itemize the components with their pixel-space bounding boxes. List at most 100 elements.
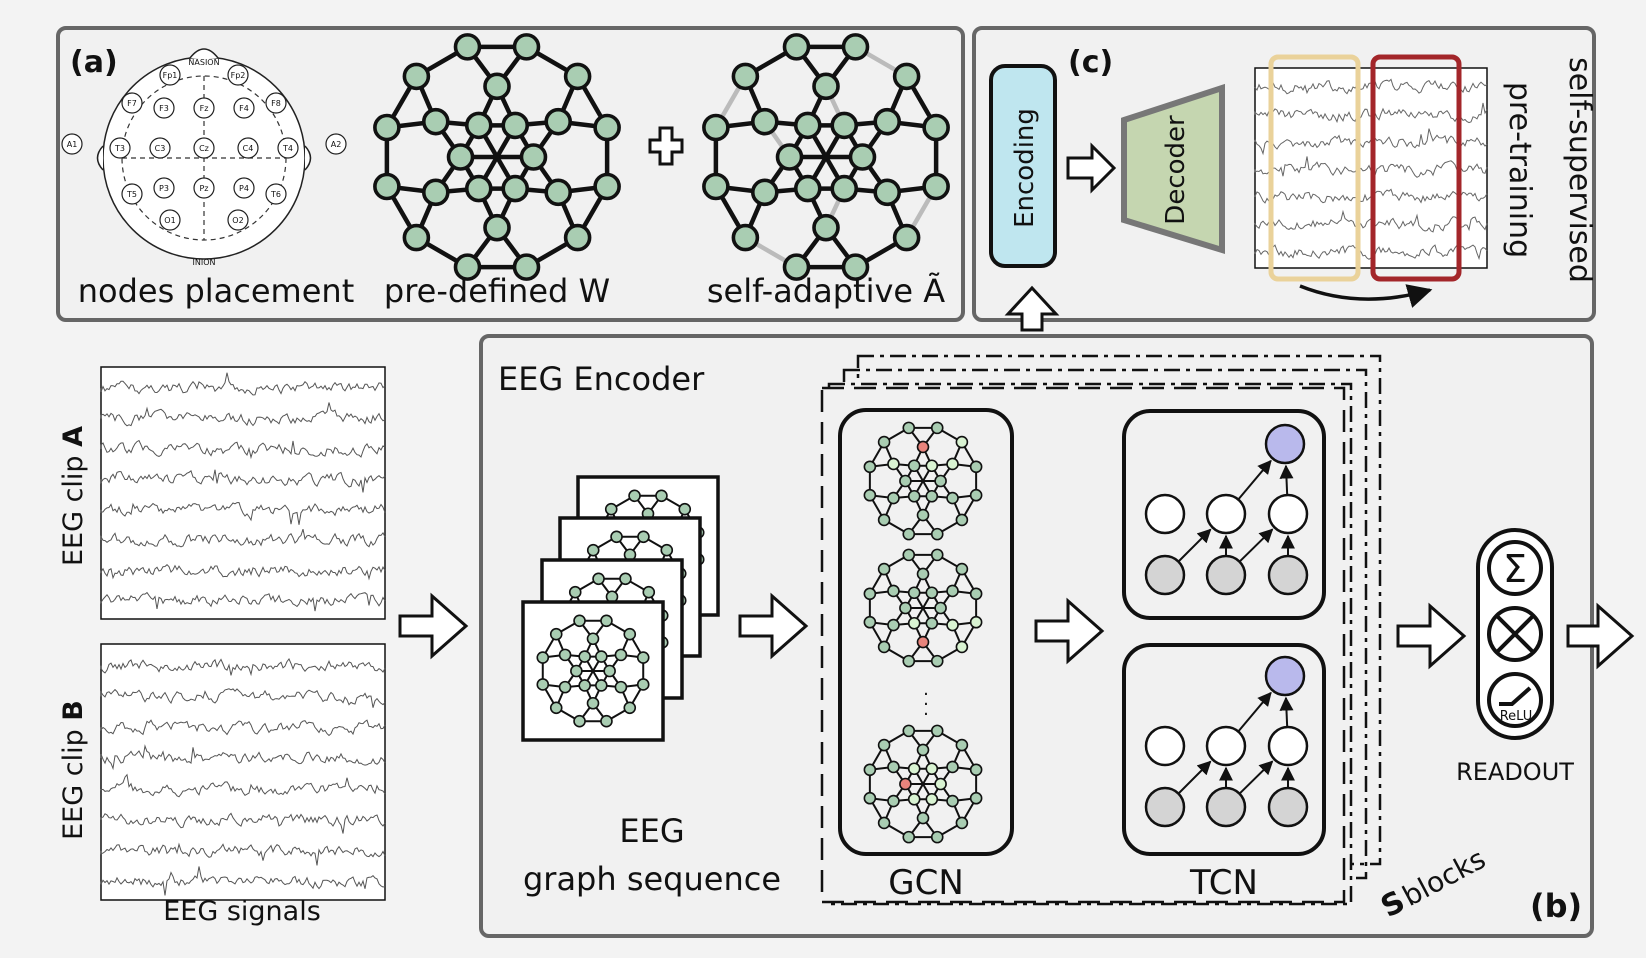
graph-node: [887, 584, 900, 598]
tcn-arrow: [1178, 528, 1212, 562]
graph-node: [464, 111, 493, 140]
decoder-block: [1121, 83, 1225, 255]
graph-node: [887, 794, 900, 808]
readout-label: READOUT: [1456, 758, 1574, 786]
graph-node: [902, 421, 916, 435]
electrode-C4: [237, 137, 259, 159]
graph-node: [642, 585, 656, 599]
graph-node: [907, 586, 921, 600]
tcn-hidden-node: [1267, 493, 1309, 535]
graph-node: [925, 762, 939, 776]
encoding-block: [989, 64, 1057, 268]
plus-icon: [648, 126, 684, 166]
electrode-label: C4: [243, 144, 254, 153]
signal-trace: [100, 773, 386, 798]
electrode-label: C3: [155, 144, 166, 153]
signal-trace: [1254, 128, 1488, 156]
arrow-to-tcn-icon: [1034, 597, 1105, 665]
tcn-hidden-node: [1205, 493, 1247, 535]
eeg-signals-caption: EEG signals: [163, 896, 321, 927]
tcn-label: TCN: [1189, 863, 1258, 903]
signal-trace: [100, 688, 386, 708]
arrow-up-to-pretraining-icon: [1004, 285, 1060, 332]
graph-node: [848, 143, 877, 171]
tcn-input-node: [1144, 554, 1186, 596]
graph-node: [934, 601, 947, 615]
graph-node: [955, 435, 969, 449]
relu-text: ReLU: [1500, 709, 1533, 724]
tcn-arrow: [1279, 696, 1294, 727]
graph-node: [702, 113, 730, 142]
graph-node: [775, 143, 804, 171]
graph-node: [446, 143, 475, 171]
graph-node: [930, 830, 944, 844]
graph-node: [969, 460, 983, 474]
signal-trace: [100, 501, 386, 525]
graph-node: [946, 491, 959, 505]
prediction-arrow-icon: [1299, 284, 1433, 308]
graph-node: [877, 816, 891, 830]
graph-node: [453, 33, 482, 61]
signal-trace: [1254, 156, 1488, 178]
graph-node: [558, 680, 572, 694]
electrode-label: Pz: [199, 184, 208, 193]
graph-node: [628, 489, 641, 503]
graph-node: [969, 587, 983, 601]
target-window: [1370, 54, 1462, 282]
graph-node: [570, 664, 583, 678]
electrode-label: A2: [331, 140, 342, 149]
caption-self-adaptive: self-adaptive Ã: [707, 272, 945, 310]
electrode-F3: [153, 97, 175, 119]
predefined-graph: [373, 33, 621, 281]
signal-trace: [100, 744, 386, 771]
graph-node: [934, 777, 947, 791]
graph-node: [902, 527, 916, 541]
graph-node: [907, 616, 921, 630]
tcn-arrow: [1279, 464, 1294, 495]
graph-node: [902, 724, 916, 738]
tcn-input-node: [1267, 786, 1309, 828]
clip-b-label: EEG clip B: [58, 700, 89, 840]
graph-node: [782, 253, 811, 281]
graph-node: [731, 62, 760, 91]
graph-node: [946, 794, 959, 808]
graph-node: [544, 178, 573, 207]
graph-node: [536, 678, 550, 691]
electrode-label: Cz: [199, 144, 209, 153]
electrode-Fz: [193, 97, 215, 119]
gcn-graphs: [863, 421, 983, 844]
context-window: [1268, 54, 1361, 282]
gcn-graph-2: [863, 548, 983, 668]
graph-node: [899, 474, 912, 488]
electrode-label: O1: [164, 216, 175, 225]
graph-node: [678, 502, 692, 516]
self-adaptive-graph: [702, 33, 950, 281]
graph-node: [604, 502, 618, 516]
graph-node: [930, 548, 944, 562]
graph-node: [402, 223, 431, 252]
graph-node: [636, 651, 650, 664]
graph-node: [892, 223, 921, 252]
graph-node: [793, 111, 822, 140]
graph-node: [655, 489, 668, 503]
electrode-Cz: [193, 137, 215, 159]
signal-trace: [1254, 244, 1488, 261]
graph-node: [907, 489, 921, 503]
graph-node: [563, 223, 592, 252]
signal-trace: [100, 372, 386, 396]
graph-node: [593, 113, 621, 142]
tcn-input-node: [1205, 554, 1247, 596]
graph-node: [930, 527, 944, 541]
tcn-hidden-node: [1205, 725, 1247, 767]
electrode-label: F3: [159, 104, 169, 113]
electrode-label: Fp1: [163, 71, 178, 80]
electrode-P4: [233, 177, 255, 199]
right-ear-icon: [304, 145, 312, 171]
graph-node: [519, 143, 548, 171]
graph-node: [969, 488, 983, 502]
graph-node: [863, 791, 877, 805]
arrow-enc-to-dec-icon: [1066, 142, 1117, 194]
graph-node: [873, 178, 902, 207]
encoding-label: Encoding: [1010, 108, 1040, 228]
